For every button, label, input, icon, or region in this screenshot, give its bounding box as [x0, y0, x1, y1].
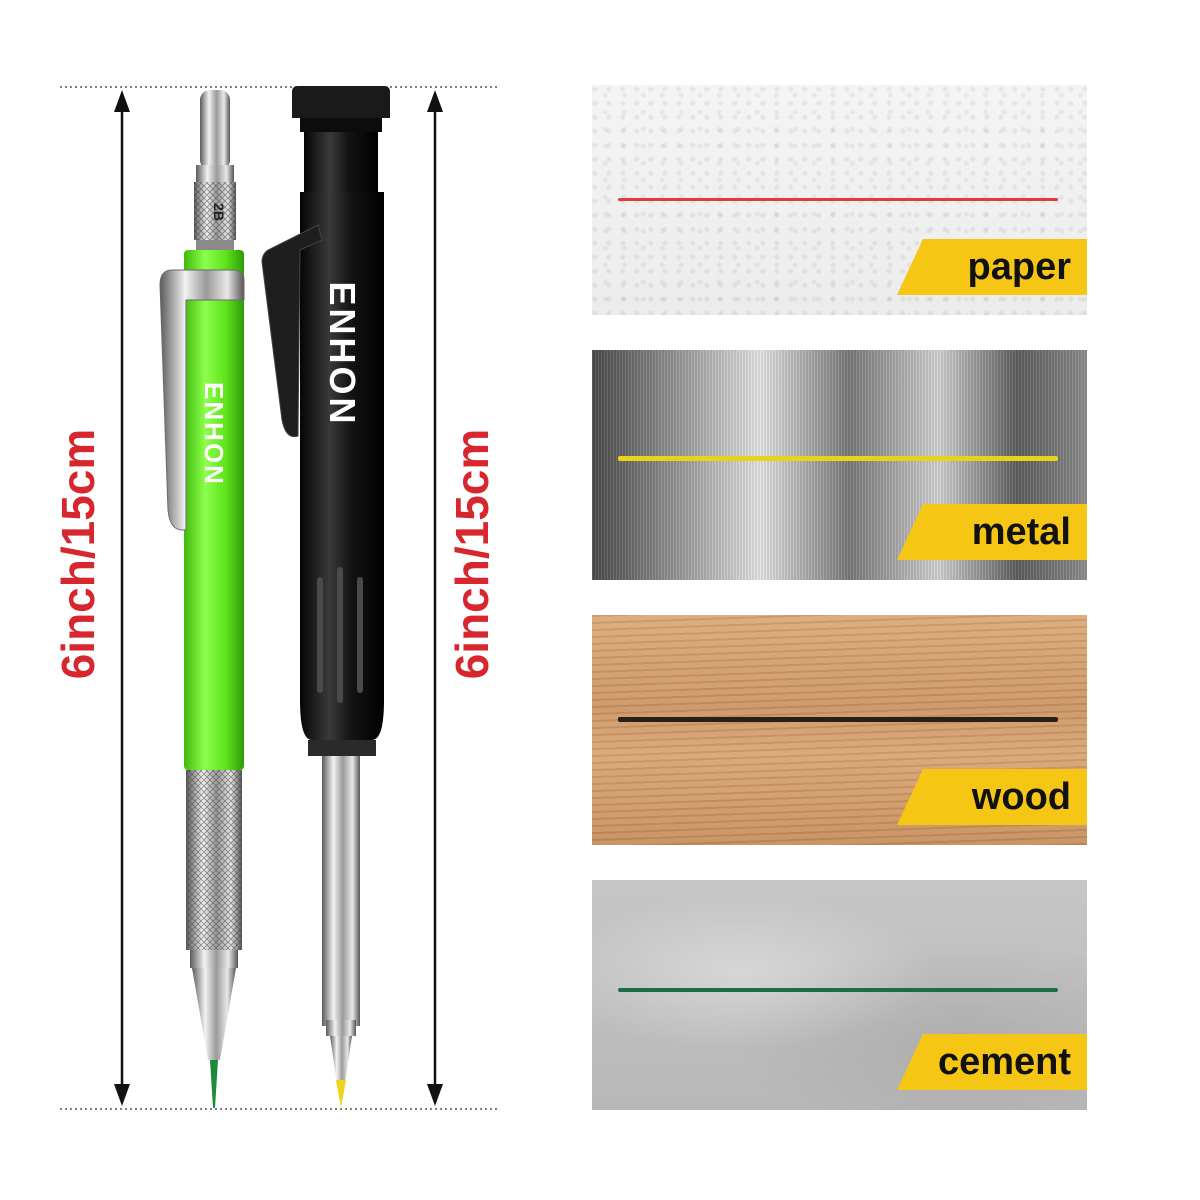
wood-label: wood: [971, 775, 1071, 818]
paper-tag: paper: [897, 239, 1087, 295]
right-dimension-arrow: [427, 90, 443, 1106]
left-dimension-arrow: [114, 90, 130, 1106]
paper-label: paper: [967, 245, 1071, 288]
dimension-guides: [60, 86, 500, 1110]
green-pencil: [159, 90, 245, 1108]
surface-swatch-metal: metal: [592, 350, 1087, 580]
left-pencil-grade: 2B: [203, 195, 227, 229]
wood-tag: wood: [897, 769, 1087, 825]
surface-swatch-cement: cement: [592, 880, 1087, 1110]
metal-tag: metal: [897, 504, 1087, 560]
right-pencil-brand-text: ENHON: [322, 281, 363, 427]
left-pencil-grade-text: 2B: [211, 203, 227, 221]
paper-line: [618, 198, 1058, 201]
left-pencil-brand-text: ENHON: [199, 382, 229, 486]
wood-line: [618, 717, 1058, 722]
black-pencil: [261, 86, 390, 1108]
cement-tag: cement: [897, 1034, 1087, 1090]
right-dimension-label: 6inch/15cm: [446, 428, 498, 680]
left-pencil-brand: ENHON: [194, 354, 234, 514]
right-pencil-brand: ENHON: [318, 254, 366, 454]
left-dimension-label: 6inch/15cm: [52, 428, 104, 680]
metal-line: [618, 456, 1058, 461]
surface-swatch-paper: paper: [592, 85, 1087, 315]
surface-swatch-wood: wood: [592, 615, 1087, 845]
cement-label: cement: [937, 1040, 1071, 1083]
cement-line: [618, 988, 1058, 992]
metal-label: metal: [971, 510, 1071, 553]
